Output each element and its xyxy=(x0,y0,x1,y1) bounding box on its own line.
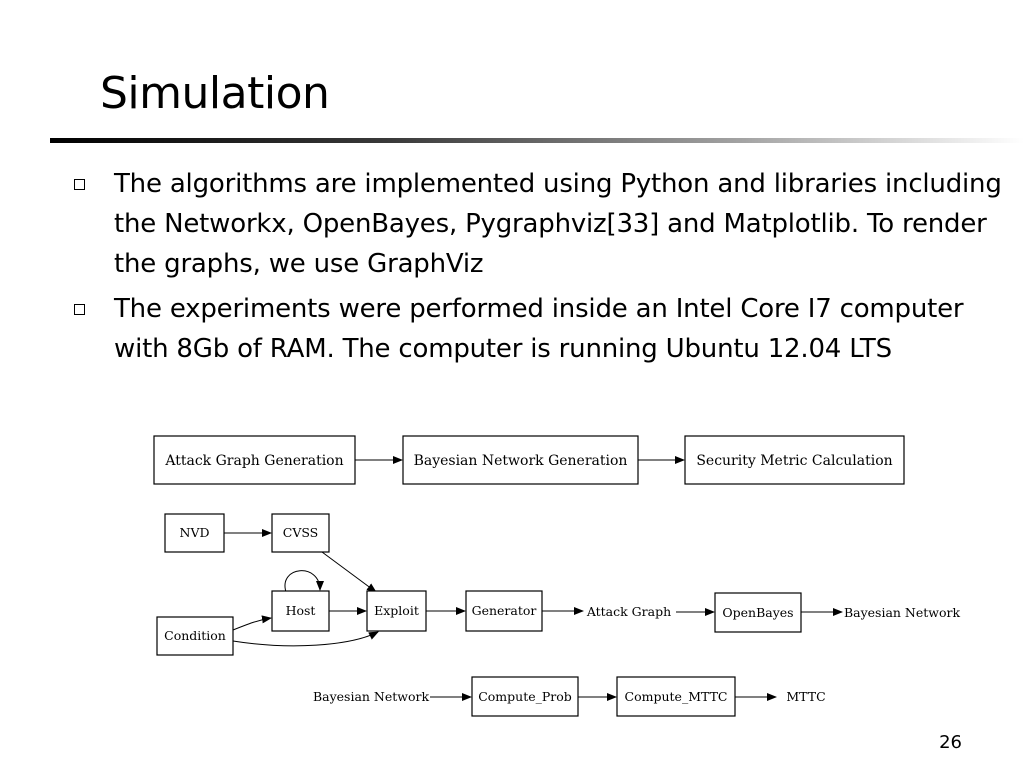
compute-prob-label: Compute_Prob xyxy=(478,689,572,704)
edge-condition-to-host xyxy=(232,615,272,631)
nvd-box xyxy=(164,513,225,553)
generation-graph: NVD CVSS Host Condition Exploit Generato… xyxy=(156,513,961,656)
condition-label: Condition xyxy=(164,628,226,643)
page-number: 26 xyxy=(939,732,962,753)
attack-graph-generation-label: Attack Graph Generation xyxy=(164,453,343,469)
edge-cvss-to-exploit xyxy=(321,551,377,593)
attack-graph-generation-box xyxy=(153,435,356,485)
metric-graph: Bayesian Network Compute_Prob Compute_MT… xyxy=(313,676,826,717)
host-box xyxy=(271,590,330,632)
edge-condition-to-exploit xyxy=(232,631,379,647)
compute-mttc-box xyxy=(616,676,736,717)
slide-title: Simulation xyxy=(100,68,330,119)
bullet-text: The experiments were performed inside an… xyxy=(114,294,964,364)
title-underline xyxy=(50,138,1024,143)
compute-prob-box xyxy=(471,676,579,717)
bayesian-network-label: Bayesian Network xyxy=(844,605,961,620)
generator-label: Generator xyxy=(472,603,537,618)
bullet-list: The algorithms are implemented using Pyt… xyxy=(74,164,1014,374)
mttc-label: MTTC xyxy=(786,689,825,704)
host-label: Host xyxy=(286,603,316,618)
generator-box xyxy=(465,590,543,632)
edge-host-self-loop xyxy=(284,570,324,593)
bayesian-network-generation-label: Bayesian Network Generation xyxy=(414,453,628,469)
metric-bayesian-network-label: Bayesian Network xyxy=(313,689,430,704)
attack-graph-label: Attack Graph xyxy=(586,604,671,619)
pipeline-row: Attack Graph Generation Bayesian Network… xyxy=(153,435,905,485)
security-metric-calculation-label: Security Metric Calculation xyxy=(696,453,892,469)
nvd-label: NVD xyxy=(180,525,210,540)
bullet-text: The algorithms are implemented using Pyt… xyxy=(114,169,1002,279)
bullet-square-icon xyxy=(74,179,85,190)
bayesian-network-generation-box xyxy=(402,435,639,485)
openbayes-label: OpenBayes xyxy=(722,605,793,620)
compute-mttc-label: Compute_MTTC xyxy=(625,689,728,704)
bullet-item: The algorithms are implemented using Pyt… xyxy=(74,164,1014,284)
bullet-square-icon xyxy=(74,304,85,315)
bullet-item: The experiments were performed inside an… xyxy=(74,289,1014,369)
exploit-box xyxy=(366,590,427,632)
condition-box xyxy=(156,616,234,656)
security-metric-calculation-box xyxy=(684,435,905,485)
exploit-label: Exploit xyxy=(374,603,419,618)
cvss-label: CVSS xyxy=(283,525,319,540)
openbayes-box xyxy=(714,592,802,633)
cvss-box xyxy=(271,513,330,553)
